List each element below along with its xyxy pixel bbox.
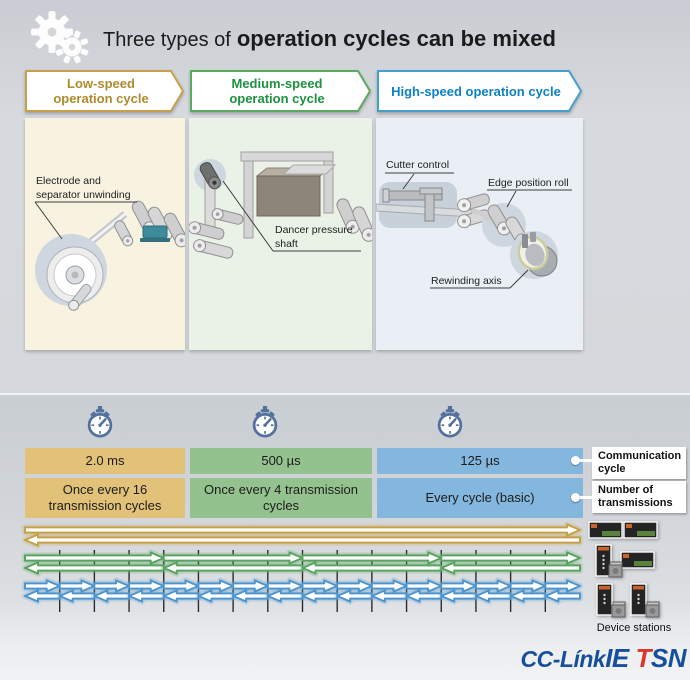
stopwatch-icon-low: [87, 406, 113, 438]
banner-low-line2: operation cycle: [53, 91, 149, 106]
logo-sn: SN: [650, 643, 687, 673]
legend-communication-cycle: Communication cycle: [592, 447, 686, 479]
banner-high-speed: High-speed operation cycle: [377, 70, 583, 112]
label-cutter-control: Cutter control: [386, 159, 449, 171]
label-dancer-line2: shaft: [275, 238, 298, 250]
stopwatch-icon-medium: [252, 406, 278, 438]
logo-t: T: [628, 643, 651, 673]
device-stations-caption: Device stations: [596, 622, 672, 634]
logo-cclink: CC-Línk: [520, 646, 606, 672]
legend-connector-dot-1: [571, 456, 580, 465]
communication-cycle-medium: 500 µs: [190, 448, 372, 474]
panel-medium-speed-machine: Dancer pressure shaft: [189, 118, 372, 350]
legend-connector-line-2: [577, 496, 594, 499]
legend-connector-dot-2: [571, 493, 580, 502]
cc-link-ie-tsn-logo: CC-LínkIE TSN: [520, 643, 687, 674]
stopwatch-icon-high: [437, 406, 463, 438]
legend-number-of-transmissions: Number of transmissions: [592, 481, 686, 513]
legend-connector-line-1: [577, 459, 594, 462]
transmissions-medium-text: Once every 4 transmission cycles: [204, 482, 358, 513]
label-edge-position-roll: Edge position roll: [488, 177, 569, 189]
transmissions-low-text: Once every 16 transmission cycles: [48, 482, 162, 513]
label-electrode-line1: Electrode and: [36, 175, 101, 187]
title-regular: Three types of: [103, 29, 231, 51]
communication-cycle-low: 2.0 ms: [25, 448, 185, 474]
gears-icon: [31, 11, 89, 64]
transmissions-high: Every cycle (basic): [377, 478, 583, 518]
unwinding-illustration: Electrode and separator unwinding: [34, 175, 185, 311]
label-dancer-line1: Dancer pressure: [275, 224, 353, 236]
banner-medium-line2: operation cycle: [229, 91, 325, 106]
label-rewinding-axis: Rewinding axis: [431, 275, 502, 287]
banner-medium-line1: Medium-speed: [231, 76, 323, 91]
device-stations-illustration: [588, 521, 660, 618]
panel-high-speed-machine: Cutter control Edge position roll Rewind…: [376, 118, 583, 350]
transmissions-high-text: Every cycle (basic): [425, 490, 535, 505]
panel-low-speed-machine: Electrode and separator unwinding: [25, 118, 185, 350]
title-bold: operation cycles can be mixed: [236, 26, 556, 51]
banner-high-line1: High-speed operation cycle: [391, 83, 561, 99]
transmissions-low: Once every 16 transmission cycles: [25, 478, 185, 518]
banner-low-speed: Low-speed operation cycle: [25, 70, 185, 112]
communication-cycle-high: 125 µs: [377, 448, 583, 474]
transmission-arrows-chart: [22, 522, 583, 612]
label-electrode-line2: separator unwinding: [36, 189, 131, 201]
dancer-illustration: Dancer pressure shaft: [189, 151, 372, 259]
banner-low-line1: Low-speed: [67, 76, 135, 91]
transmissions-medium: Once every 4 transmission cycles: [190, 478, 372, 518]
logo-ie: IE: [605, 643, 629, 673]
rewinding-illustration: Cutter control Edge position roll Rewind…: [376, 159, 572, 289]
banner-medium-speed: Medium-speed operation cycle: [190, 70, 372, 112]
